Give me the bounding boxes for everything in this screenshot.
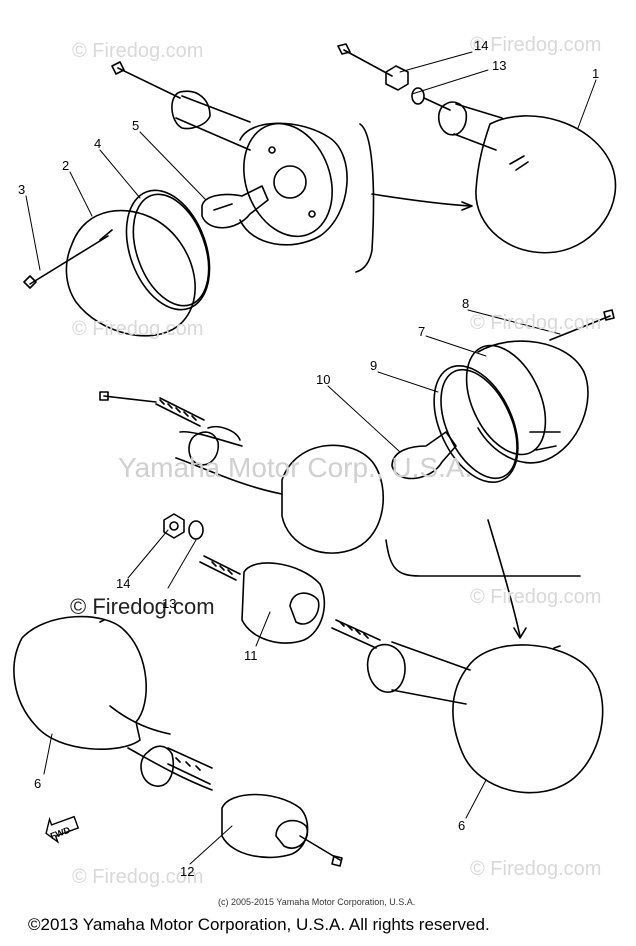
footer-copyright: ©2013 Yamaha Motor Corporation, U.S.A. A… bbox=[28, 915, 490, 934]
callout-13: 13 bbox=[492, 58, 507, 73]
watermark-text: © Firedog.com bbox=[470, 586, 602, 608]
callout-7: 7 bbox=[418, 324, 426, 339]
callout-8: 8 bbox=[462, 296, 470, 311]
middle-assembly bbox=[100, 310, 614, 638]
callout-14: 14 bbox=[474, 38, 489, 53]
watermark-text: © Firedog.com bbox=[72, 866, 204, 888]
watermark-text: Yamaha Motor Corp., U.S.A. bbox=[118, 452, 473, 483]
callout-4: 4 bbox=[94, 136, 102, 151]
bottom-assembly bbox=[14, 514, 603, 866]
callout-5: 5 bbox=[132, 118, 140, 133]
callout-11: 11 bbox=[244, 648, 258, 663]
watermark-text: © Firedog.com bbox=[72, 318, 204, 340]
diagram-copyright: (c) 2005-2015 Yamaha Motor Corporation, … bbox=[218, 897, 416, 907]
callout-13: 13 bbox=[162, 596, 177, 611]
watermark-text: © Firedog.com bbox=[470, 312, 602, 334]
leader-lines bbox=[26, 52, 596, 864]
callout-6: 6 bbox=[458, 818, 466, 833]
top-right-assembly bbox=[338, 44, 615, 253]
callout-9: 9 bbox=[370, 358, 378, 373]
callout-14: 14 bbox=[116, 576, 131, 591]
fwd-arrow-icon bbox=[42, 811, 80, 844]
watermark-text: © Firedog.com bbox=[470, 34, 602, 56]
callout-12: 12 bbox=[180, 864, 195, 879]
top-left-assembly bbox=[24, 62, 472, 336]
callout-6: 6 bbox=[34, 776, 42, 791]
watermark-text: © Firedog.com bbox=[470, 858, 602, 880]
callout-10: 10 bbox=[316, 372, 331, 387]
callout-2: 2 bbox=[62, 158, 70, 173]
watermark-text: © Firedog.com bbox=[70, 594, 215, 619]
watermark-text: © Firedog.com bbox=[72, 40, 204, 62]
callout-1: 1 bbox=[592, 66, 600, 81]
callout-3: 3 bbox=[18, 182, 26, 197]
